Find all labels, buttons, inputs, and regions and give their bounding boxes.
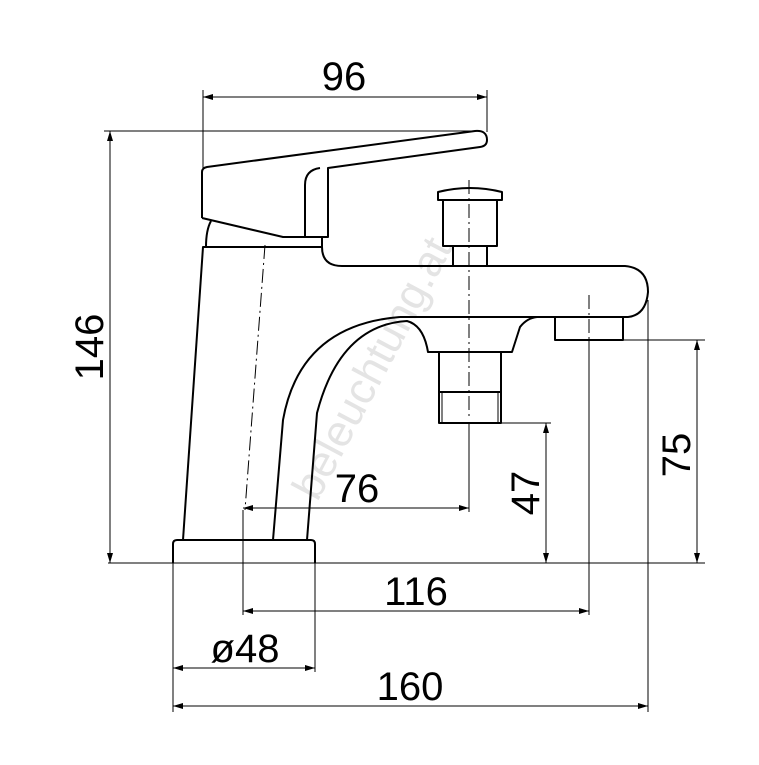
dim-116: 116 xyxy=(384,570,448,614)
base-plate xyxy=(172,539,316,563)
dim-76: 76 xyxy=(335,467,380,511)
tap-outline xyxy=(172,129,649,563)
dimension-labels: 96 146 76 47 75 116 ø48 160 xyxy=(68,55,699,709)
dim-48: ø48 xyxy=(211,627,280,671)
dimension-lines xyxy=(104,90,705,712)
watermark: beleuchtung.at xyxy=(283,229,462,507)
dim-146: 146 xyxy=(68,314,112,381)
dim-160: 160 xyxy=(377,665,444,709)
lever xyxy=(201,129,488,238)
center-lines xyxy=(244,180,590,511)
body xyxy=(182,246,322,541)
shower-outlet xyxy=(438,351,502,424)
diverter-knob xyxy=(437,187,503,201)
spout xyxy=(272,316,401,541)
dim-96: 96 xyxy=(322,55,367,99)
dim-75: 75 xyxy=(655,433,699,478)
dim-47: 47 xyxy=(504,471,548,516)
